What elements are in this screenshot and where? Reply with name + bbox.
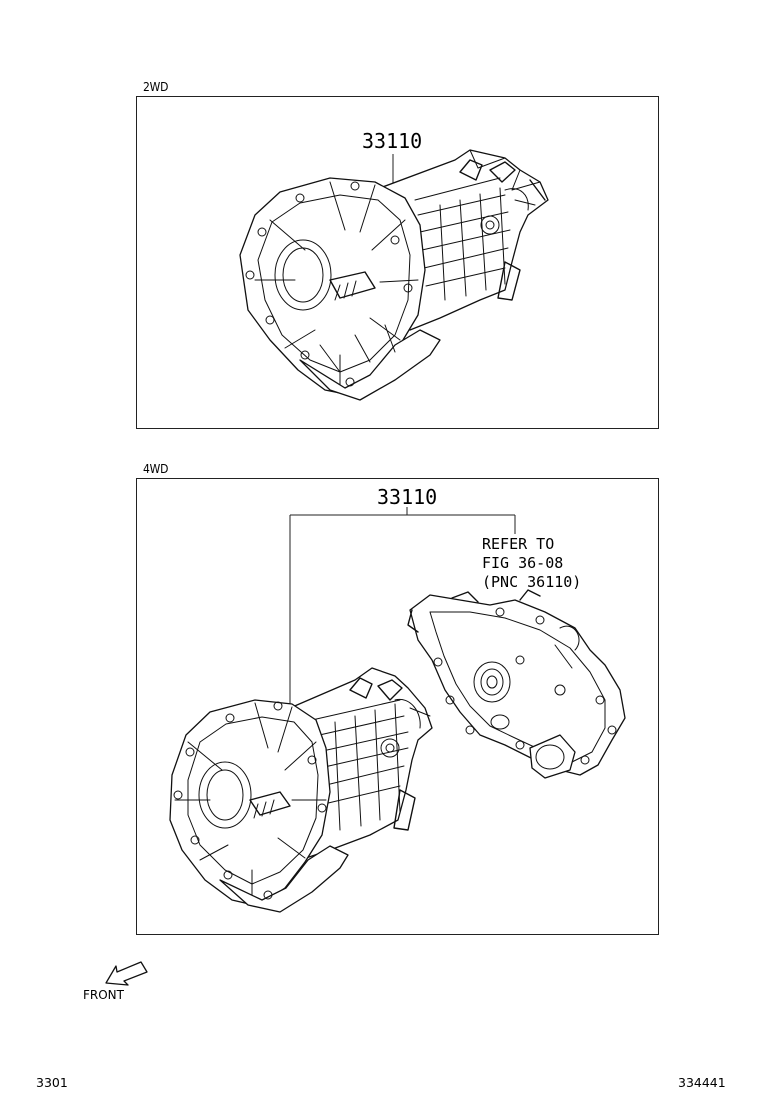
front-arrow-icon xyxy=(105,961,148,986)
footer-left-code: 3301 xyxy=(36,1075,68,1090)
panel-label-2wd: 2WD xyxy=(143,80,169,94)
front-direction-label: FRONT xyxy=(83,988,124,1002)
panel-4wd-frame xyxy=(136,478,659,935)
panel-label-4wd: 4WD xyxy=(143,462,169,476)
panel-2wd-frame xyxy=(136,96,659,429)
footer-right-code: 334441 xyxy=(678,1075,726,1090)
transmission-2wd-illustration xyxy=(239,149,549,401)
reference-note: REFER TO FIG 36-08 (PNC 36110) xyxy=(482,535,582,591)
part-number-4wd[interactable]: 33110 xyxy=(377,485,438,509)
transmission-4wd-illustration xyxy=(169,507,516,913)
part-number-2wd[interactable]: 33110 xyxy=(362,129,423,153)
transfer-case-illustration xyxy=(407,589,626,779)
